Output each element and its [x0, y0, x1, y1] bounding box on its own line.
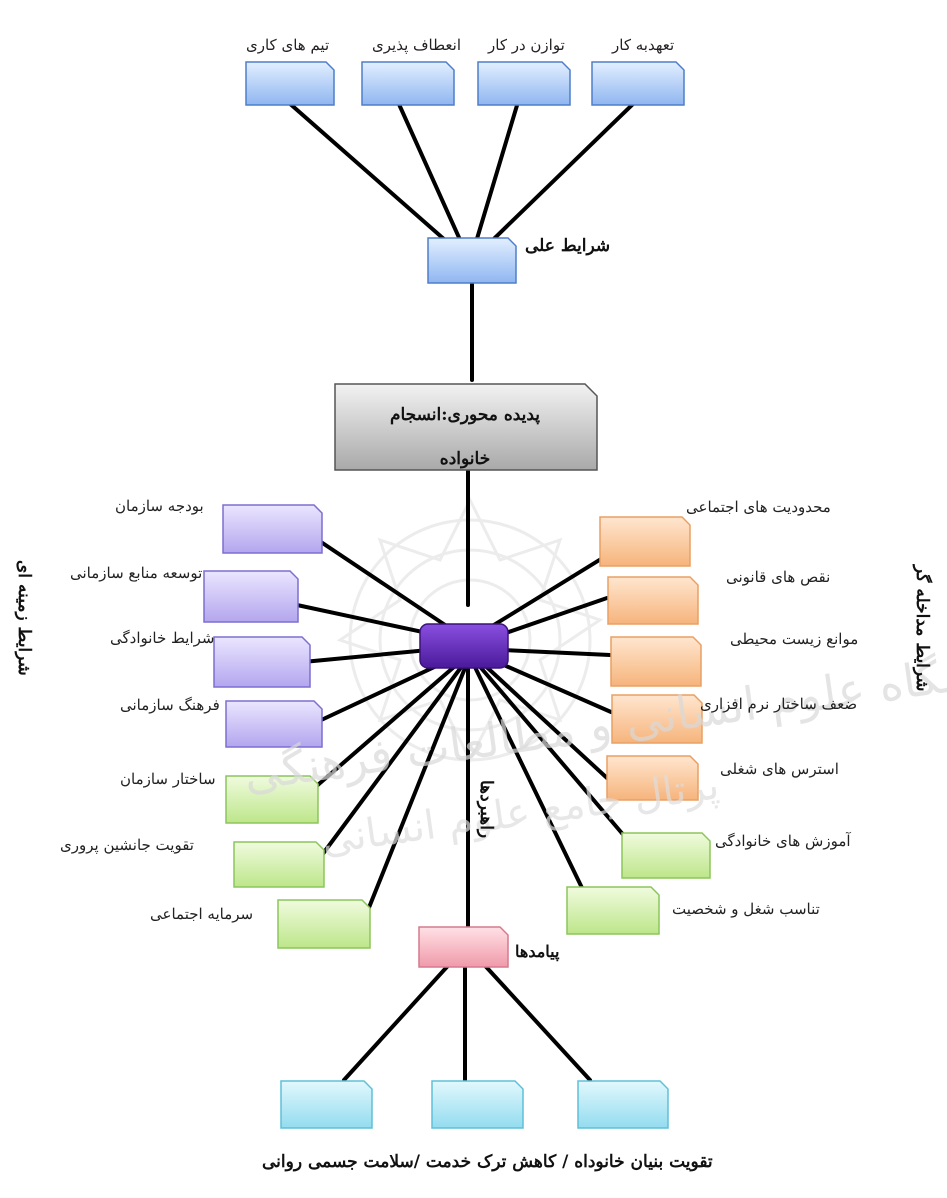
causal-label-4: تیم های کاری: [246, 36, 330, 54]
causal-box-3: [361, 61, 455, 106]
result-box-3: [577, 1080, 669, 1129]
strategy-box-2: [233, 841, 325, 888]
outcome-box: [418, 926, 509, 968]
intervening-box-5: [606, 755, 699, 801]
intervening-title: شرایط مداخله گر: [912, 565, 932, 692]
intervening-label-5: استرس های شغلی: [720, 760, 839, 778]
contextual-box-1: [222, 504, 323, 554]
intervening-box-2: [607, 576, 699, 625]
causal-label-1: تعهدبه کار: [612, 36, 675, 54]
hub-node: [419, 623, 509, 669]
causal-main-box: [427, 237, 517, 284]
intervening-label-3: موانع زیست محیطی: [730, 630, 859, 648]
strategy-boxes: [225, 775, 711, 949]
intervening-label-1: محدودیت های اجتماعی: [686, 498, 831, 516]
core-label: پدیده محوری:انسجام خانواده: [335, 393, 595, 481]
intervening-box-3: [610, 636, 702, 687]
strategy-label-2: تقویت جانشین پروری: [60, 836, 194, 854]
strategies-title: راهبردها: [476, 780, 496, 839]
intervening-boxes: [599, 516, 703, 801]
core-box: [334, 383, 598, 471]
causal-title: شرایط علی: [525, 236, 611, 256]
outcomes-footer: تقویت بنیان خانوداه / کاهش ترک خدمت /سلا…: [262, 1152, 713, 1172]
contextual-label-2: توسعه منابع سازمانی: [70, 564, 203, 582]
causal-box-2: [477, 61, 571, 106]
causal-label-2: توازن در کار: [488, 36, 565, 54]
contextual-label-4: فرهنگ سازمانی: [120, 696, 220, 714]
core-line-2: خانواده: [439, 449, 491, 469]
intervening-box-4: [611, 694, 703, 744]
causal-box-1: [591, 61, 685, 106]
strategy-label-5: تناسب شغل و شخصیت: [672, 900, 820, 918]
connectors: [286, 100, 642, 1082]
contextual-label-3: شرایط خانوادگی: [110, 629, 215, 647]
contextual-label-1: بودجه سازمان: [115, 497, 204, 515]
causal-box-4: [245, 61, 335, 106]
result-box-2: [431, 1080, 524, 1129]
core-line-1: پدیده محوری:انسجام: [389, 405, 541, 425]
contextual-box-2: [203, 570, 299, 623]
contextual-boxes: [203, 504, 323, 748]
result-box-1: [280, 1080, 373, 1129]
contextual-box-3: [213, 636, 311, 688]
intervening-label-4: ضعف ساختار نرم افزاری: [700, 695, 858, 713]
strategy-box-4: [621, 832, 711, 879]
contextual-title: شرایط زمینه ای: [14, 560, 34, 676]
strategy-label-3: سرمایه اجتماعی: [150, 905, 254, 923]
outcomes-title: پیامدها: [515, 942, 560, 961]
intervening-label-2: نقص های قانونی: [726, 568, 831, 586]
causal-boxes: [245, 61, 685, 284]
causal-label-3: انعطاف پذیری: [372, 36, 462, 54]
strategy-box-3: [277, 899, 371, 949]
strategy-label-1: ساختار سازمان: [120, 770, 216, 788]
result-boxes: [280, 1080, 669, 1129]
intervening-box-1: [599, 516, 691, 567]
strategy-box-1: [225, 775, 319, 824]
contextual-box-4: [225, 700, 323, 748]
strategy-label-4: آموزش های خانوادگی: [715, 832, 851, 850]
strategy-box-5: [566, 886, 660, 935]
